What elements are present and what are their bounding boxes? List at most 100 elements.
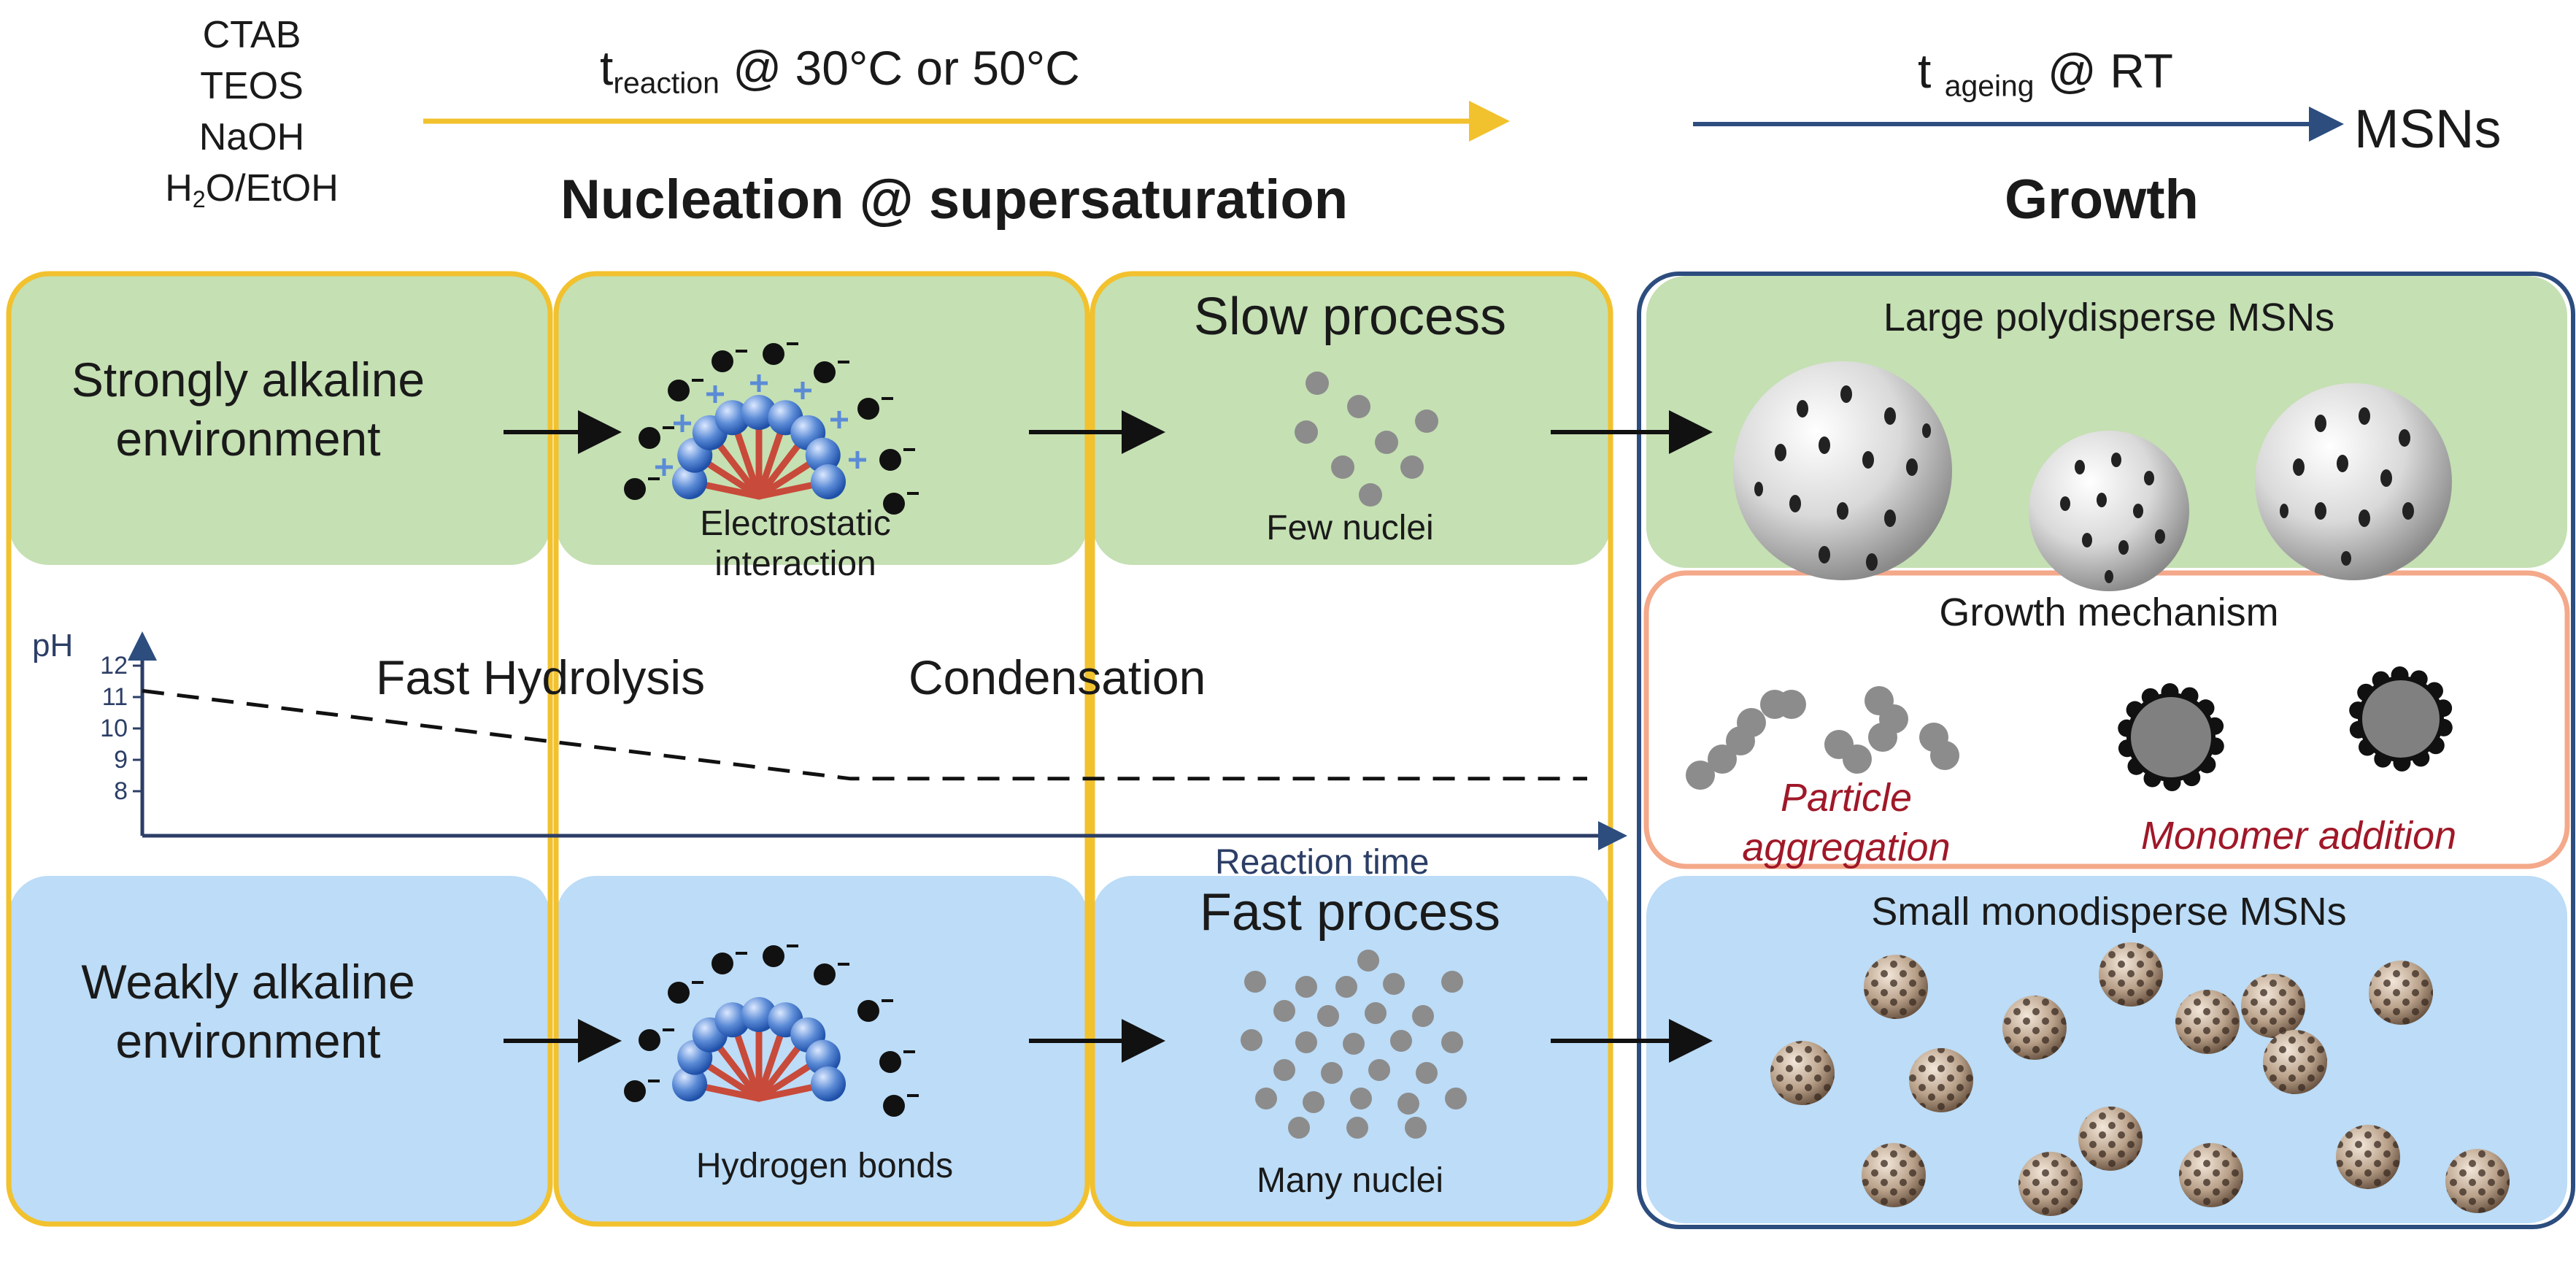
surfactant-head [741,997,776,1032]
silicate-ion [639,1029,660,1051]
nucleus-dot [1255,1088,1277,1109]
surfactant-head [811,1066,846,1101]
ph-axis-label: pH [32,628,74,663]
nucleus-dot [1390,1030,1412,1052]
large-sphere-1 [1733,361,1952,580]
nucleus-dot [1397,1093,1419,1115]
nucleus-dot [1357,950,1379,971]
surfactant-tail [755,1028,785,1102]
surfactant-head [741,395,776,430]
small-msn-sphere [1864,955,1928,1019]
reaction-sub: reaction [613,66,720,100]
silicate-ion [668,982,690,1004]
surfactant-tail [755,426,785,500]
surfactant-tail [714,1041,763,1102]
nucleus-dot [1343,1033,1365,1055]
hydrolysis-label: Fast Hydrolysis [376,650,706,704]
weak-process-label: Fast process [1199,883,1501,942]
nuclei-frame [1090,271,1613,1227]
micelle-strong [624,342,919,515]
nucleus-dot [1303,1091,1324,1113]
nucleus-dot [1350,1088,1372,1109]
silicate-ion [763,343,784,365]
surfactant-tail [755,458,817,500]
silicate-ion [639,427,660,449]
small-msn-sphere [1909,1048,1973,1112]
surfactant-tail [696,480,763,500]
ph-tick-label: 10 [100,715,128,742]
monomer-core [2118,683,2224,791]
nucleus-dot [1346,1117,1368,1139]
monomer-core [2349,666,2453,772]
large-sphere-2 [2029,431,2189,591]
surfactant-head [672,464,707,499]
surfactant-tail [733,426,763,500]
reagent-teos: TEOS [200,65,304,107]
surfactant-head [805,1039,841,1075]
reagent-solvent: H2O/EtOH [157,169,347,211]
silicate-ion [879,449,901,471]
surfactant-tail [755,439,804,500]
condensation-label: Condensation [909,650,1206,704]
surfactant-tail [733,1028,763,1102]
surfactant-tail [696,1082,763,1102]
monomer-particles [2118,666,2453,791]
nucleus-dot [1412,1005,1434,1027]
weak-result-title: Small monodisperse MSNs [1871,890,2347,934]
ph-tick-label: 9 [114,746,128,774]
solvent-h: H [165,167,193,209]
plus-sign [849,451,866,469]
nucleus-dot [1244,971,1266,993]
surfactant-head [811,464,846,499]
surfactant-head [805,437,841,473]
silicate-ion [668,380,690,401]
solvent-sub: 2 [192,186,206,213]
reaction-rest: @ 30°C or 50°C [719,41,1080,95]
strong-nuclei-caption: Few nuclei [1266,509,1434,547]
plus-sign [674,415,691,432]
small-msn-sphere [2175,990,2240,1054]
silicate-ion [624,478,646,500]
many-nuclei-dots [1241,950,1467,1139]
surfactant-tail [755,1041,804,1102]
aggregation-label: Particle aggregation [1742,776,1951,869]
ageing-rest: @ RT [2034,44,2173,98]
surfactant-tail [755,480,822,500]
surfactant-tail [714,439,763,500]
nucleus-dot [1273,1059,1295,1081]
strong-interaction-caption: Electrostatic interaction [700,504,891,584]
reaction-time-label: Reaction time [1215,843,1430,882]
nucleus-dot [1441,971,1463,993]
ageing-t: t [1918,44,1945,98]
growth-frame [1637,272,2575,1229]
nucleus-dot [1295,1031,1317,1053]
strong-env-label: Strongly alkaline environment [71,353,425,466]
reagent-ctab: CTAB [202,14,301,56]
env-frame [6,271,553,1227]
weak-env-label: Weakly alkaline environment [81,955,415,1068]
strong-process-label: Slow process [1193,288,1507,346]
surfactant-tail [755,1060,817,1102]
small-msn-sphere [1862,1143,1926,1207]
nucleus-dot [1317,1005,1339,1027]
surfactant-tail [701,1060,763,1102]
small-msn-sphere [1770,1041,1835,1105]
ph-tick-label: 8 [114,777,128,805]
ph-curve [142,688,1587,781]
surfactant-tail [755,1082,822,1102]
silicate-ion [883,493,905,515]
weak-env-panel [9,876,550,1222]
nucleus-dot [1383,973,1405,995]
silicate-ion [857,398,879,420]
surfactant-head [672,1066,707,1101]
large-sphere-3 [2255,383,2452,580]
plus-sign [655,458,673,476]
plus-sign [794,382,811,399]
nucleus-dot [1368,1059,1390,1081]
silicate-ion [624,1080,646,1102]
nucleus-dot [1321,1062,1343,1084]
mechanism-title: Growth mechanism [1939,590,2279,634]
nucleus-dot [1241,1029,1262,1051]
ph-tick-label: 11 [101,683,128,711]
